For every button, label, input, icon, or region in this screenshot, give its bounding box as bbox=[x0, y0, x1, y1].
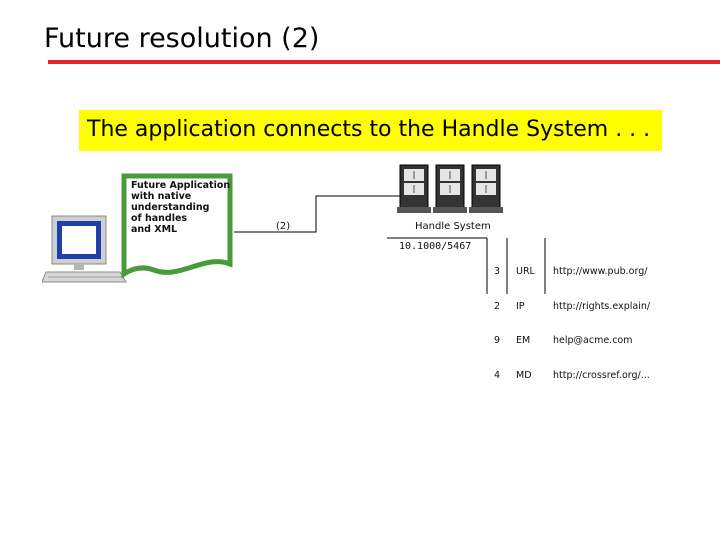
subtitle-banner bbox=[79, 110, 662, 151]
record-index: 9 bbox=[494, 335, 501, 346]
record-data-column: http://www.pub.org/ http://rights.explai… bbox=[553, 243, 650, 393]
record-type-column: URL IP EM MD bbox=[516, 243, 535, 393]
subtitle-text: The application connects to the Handle S… bbox=[87, 117, 651, 142]
record-type: IP bbox=[516, 300, 525, 312]
record-data: help@acme.com bbox=[553, 335, 633, 346]
record-index: 3 bbox=[494, 266, 501, 277]
record-index: 4 bbox=[494, 369, 501, 381]
record-type: MD bbox=[516, 369, 532, 381]
computer-icon bbox=[42, 215, 127, 283]
application-label: Future Application with native understan… bbox=[131, 180, 231, 235]
record-index: 2 bbox=[494, 300, 501, 312]
record-data: http://rights.explain/ bbox=[553, 300, 651, 312]
application-document-icon bbox=[121, 173, 233, 279]
handle-system-label: Handle System bbox=[415, 221, 491, 232]
step-label: (2) bbox=[276, 221, 291, 232]
record-type: URL bbox=[516, 266, 535, 277]
record-type: EM bbox=[516, 335, 531, 346]
connection-arrow bbox=[234, 195, 408, 233]
server-rack-icon bbox=[397, 164, 503, 213]
handle-id: 10.1000/5467 bbox=[399, 241, 472, 252]
title-underline bbox=[48, 60, 720, 64]
slide-title: Future resolution (2) bbox=[44, 23, 320, 54]
record-data: http://www.pub.org/ bbox=[553, 266, 648, 277]
record-data: http://crossref.org/... bbox=[553, 369, 650, 381]
record-index-column: 3 2 9 4 bbox=[494, 243, 500, 393]
handle-record-table bbox=[387, 237, 546, 294]
